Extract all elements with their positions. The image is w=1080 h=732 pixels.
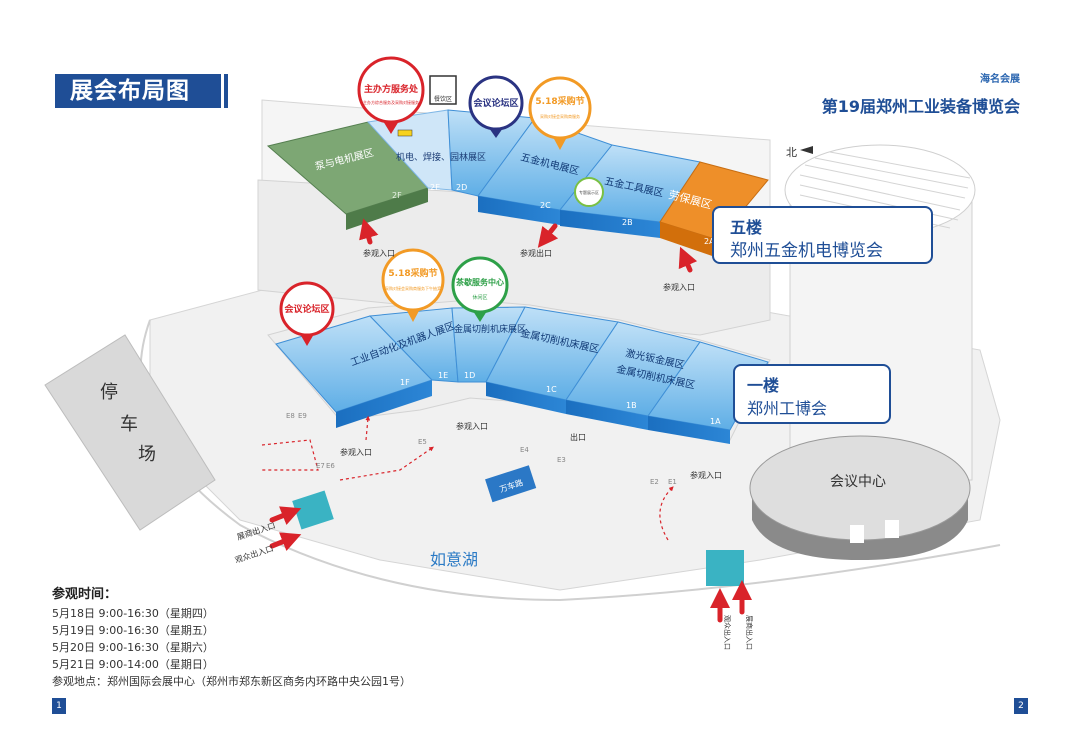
f5-entrance-2: 参观入口 [663, 282, 695, 292]
gate-E7: E7 [316, 462, 325, 470]
hall-2D-code: 2D [456, 183, 467, 192]
page-title-bar: 展会布局图 [52, 74, 228, 108]
visitor-gate-left [292, 490, 334, 530]
bubble-forum-5f [468, 75, 524, 138]
page-number-left: 1 [52, 698, 66, 714]
food-label: 餐饮区 [434, 95, 452, 103]
visit-date-2: 5月19日 9:00-16:30（星期五） [52, 624, 214, 637]
gate-E6: E6 [326, 462, 335, 470]
hall-1F-code: 1F [400, 378, 410, 387]
floor5-title: 五楼 [730, 218, 763, 237]
floor5-halls [266, 109, 769, 258]
page-number-right: 2 [1014, 698, 1028, 714]
f1-entrance-3: 参观入口 [690, 470, 722, 480]
visit-date-4: 5月21日 9:00-14:00（星期日） [52, 658, 214, 671]
floor5-callout: 五楼 郑州五金机电博览会 [712, 206, 933, 264]
f1-exit: 出口 [570, 432, 586, 442]
north-arrow [800, 146, 813, 154]
hall-2B-code: 2B [622, 218, 633, 227]
purchase-5f-detail: 采购对接会采购商服务 [540, 113, 580, 119]
f1-entrance-2: 参观入口 [456, 421, 488, 431]
f1-entrance-1: 参观入口 [340, 447, 372, 457]
hall-2A-code: 2A [704, 237, 715, 246]
visitor-entrance-label: 观众出入口 [234, 543, 275, 565]
road-sign: 万车路 [485, 465, 537, 503]
floor1-subtitle: 郑州工博会 [747, 399, 828, 418]
parking-label-1: 停 [100, 382, 118, 403]
lake-label: 如意湖 [430, 550, 478, 569]
hall-1D-code: 1D [464, 371, 475, 380]
gate-E5: E5 [418, 438, 427, 446]
bubble-organizer [357, 56, 425, 134]
purchase-1f-title: 5.18采购节 [388, 267, 437, 279]
floor5-subtitle: 郑州五金机电博览会 [730, 241, 883, 261]
visit-date-1: 5月18日 9:00-16:30（星期四） [52, 607, 214, 620]
logo-text: 海名会展 [980, 74, 1020, 85]
page-title: 展会布局图 [70, 78, 190, 104]
title-stripe-left [52, 74, 55, 108]
parking-label-3: 场 [138, 444, 156, 465]
parking-label-2: 车 [120, 414, 138, 435]
visit-info: 参观时间： 5月18日 9:00-16:30（星期四） 5月19日 9:00-1… [52, 586, 411, 690]
gate-E2: E2 [650, 478, 659, 486]
hall-1D-name: 金属切削机床展区 [454, 323, 526, 335]
entrance-arrows [269, 218, 752, 623]
dome-building [784, 144, 976, 481]
bubble-purchase-1f [381, 248, 445, 322]
visitor-entrance-label-2: 观众出入口 [723, 615, 732, 650]
food-icon-box [429, 75, 457, 105]
gate-E1: E1 [668, 478, 677, 486]
hall-1E-code: 1E [438, 371, 448, 380]
visit-heading: 参观时间： [52, 587, 118, 602]
walk-paths [261, 415, 674, 541]
visitor-gate-bottom [706, 550, 744, 586]
bubble-forum-1f [279, 281, 335, 346]
visit-date-3: 5月20日 9:00-16:30（星期六） [52, 641, 214, 654]
bubble-tea-1f [451, 256, 509, 322]
special-zone-circle [574, 177, 604, 207]
special-zone-label: 专题展示区 [579, 189, 599, 195]
gate-E4: E4 [520, 446, 529, 454]
forum-5f-title: 会议论坛区 [473, 97, 518, 109]
f5-entrance-1: 参观入口 [363, 248, 395, 258]
hall-2E-name: 机电、焊接、园林展区 [396, 151, 486, 163]
hall-2C-code: 2C [540, 201, 551, 210]
conference-center [749, 435, 971, 560]
hall-2E-code: 2E [430, 183, 440, 192]
bubble-purchase-5f [528, 76, 592, 150]
brand-block: 海名会展 第19届郑州工业装备博览会 [822, 70, 1020, 117]
exhibitor-entrance-label-2: 展商出入口 [745, 615, 754, 650]
floor1-title: 一楼 [747, 376, 780, 395]
gate-E3: E3 [557, 456, 566, 464]
yellow-marker [397, 129, 413, 137]
purchase-5f-title: 5.18采购节 [535, 95, 584, 107]
hall-1A-code: 1A [710, 417, 721, 426]
conference-label: 会议中心 [830, 474, 886, 490]
tea-1f-title: 茶歇服务中心 [455, 277, 504, 287]
floor1-callout: 一楼 郑州工博会 [733, 364, 891, 424]
forum-1f-title: 会议论坛区 [284, 303, 329, 315]
hall-2F-code: 2F [392, 191, 402, 200]
purchase-1f-detail: 采购对接会采购商服务下午抽奖 [385, 285, 441, 291]
expo-name: 第19届郑州工业装备博览会 [821, 97, 1020, 116]
organizer-bubble-detail: 主办方综合服务及采购对接服务 [363, 99, 419, 105]
hall-1B-code: 1B [626, 401, 637, 410]
f5-exit: 参观出口 [520, 248, 552, 258]
north-label: 北 [786, 146, 797, 159]
hall-1C-code: 1C [546, 385, 557, 394]
gate-E8: E8 [286, 412, 295, 420]
organizer-bubble-title: 主办方服务处 [364, 83, 419, 95]
gate-E9: E9 [298, 412, 307, 420]
title-stripe-right [221, 74, 224, 108]
parking-area [44, 334, 216, 531]
tea-1f-detail: 休闲区 [472, 294, 487, 301]
visit-address: 参观地点：郑州国际会展中心（郑州市郑东新区商务内环路中央公园1号） [52, 675, 411, 688]
